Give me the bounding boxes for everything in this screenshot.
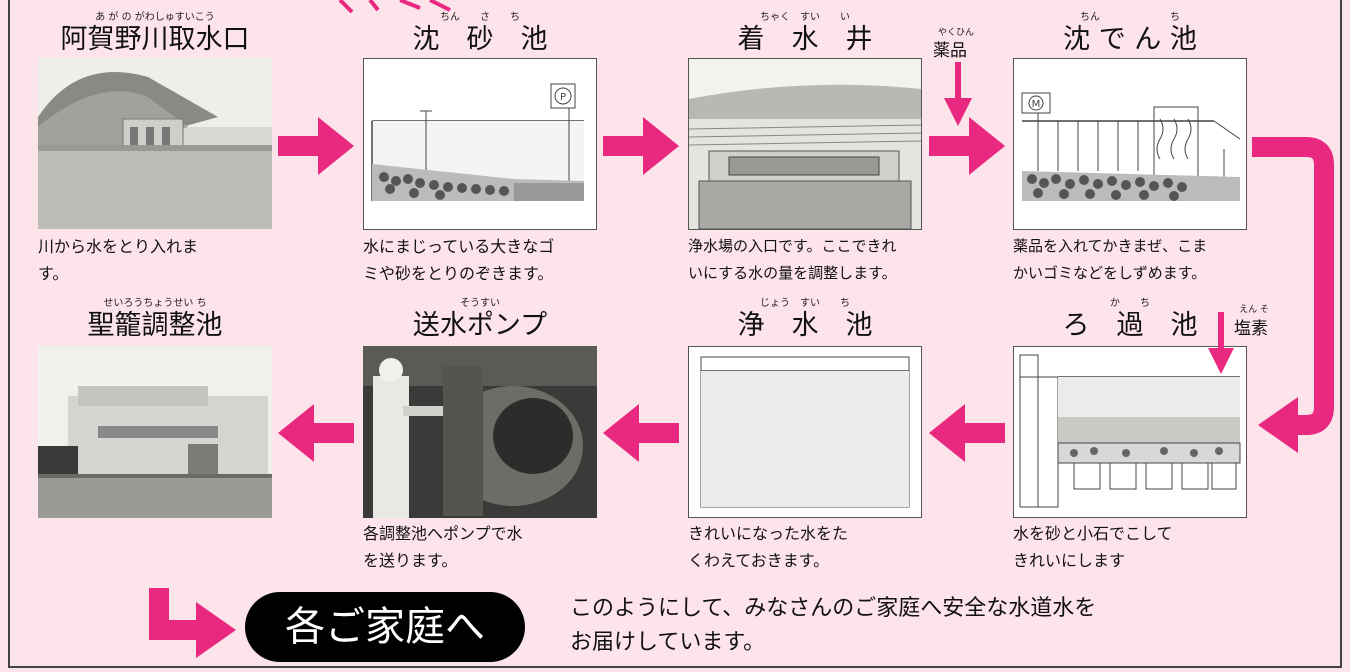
- chlorine-label: 塩素: [1234, 319, 1268, 339]
- arrow-left-3: [278, 404, 354, 462]
- stage-6-desc-line2: くわえておきます。: [688, 551, 830, 570]
- stage-7-desc-line2: を送ります。: [363, 551, 458, 570]
- medicine-down-arrow: [944, 62, 972, 126]
- receiving-well-diagram: [688, 58, 922, 230]
- stage-3-title: 着 水 井: [737, 24, 873, 55]
- stage-4-ruby: ちん ち: [1080, 12, 1180, 23]
- delivery-arrow: [149, 588, 236, 658]
- stage-2-desc-line1: 水にまじっている大きなゴ: [363, 237, 555, 256]
- clear-water-tank-diagram: [688, 346, 922, 518]
- medicine-ruby: やくひん: [937, 28, 974, 38]
- stage-2-title: 沈 砂 池: [412, 24, 548, 55]
- stage-7-desc-line1: 各調整池へポンプで水: [363, 524, 523, 543]
- arrow-right-1: [278, 117, 354, 175]
- stage-5-title: ろ 過 池: [1062, 310, 1198, 341]
- stage-3-ruby: ちゃく すい い: [760, 12, 850, 23]
- filtration-diagram: [1013, 346, 1247, 518]
- stage-1-ruby: あ が の がわしゅすいこう: [95, 12, 215, 23]
- stage-1-desc-line2: す。: [38, 264, 69, 283]
- stage-8-ruby: せいろうちょうせい ち: [103, 298, 207, 309]
- stage-5-desc-line1: 水を砂と小石でこして: [1013, 524, 1173, 543]
- stage-5-desc-line2: きれいにします: [1013, 551, 1126, 570]
- chlorine-down-arrow: [1208, 312, 1234, 374]
- stage-7-title: 送水ポンプ: [412, 310, 548, 341]
- stage-1-desc-line1: 川から水をとり入れま: [38, 237, 199, 256]
- stage-7-ruby: そうすい: [460, 298, 500, 309]
- intake-photo: [38, 57, 272, 229]
- stage-6-ruby: じょう すい ち: [760, 298, 850, 309]
- stage-2-desc-line2: ミや砂をとりのぞきます。: [363, 264, 554, 283]
- arrow-left-1: [929, 404, 1005, 462]
- footer-text: このようにして、みなさんのご家庭へ安全な水道水を お届けしています。: [570, 592, 1096, 660]
- pump-mark: P: [560, 92, 566, 103]
- destination-pill: 各ご家庭へ: [245, 592, 525, 662]
- stage-4-desc-line2: かいゴミなどをしずめます。: [1013, 264, 1207, 282]
- arrow-left-2: [603, 404, 679, 462]
- stage-4-desc-line1: 薬品を入れてかきまぜ、こま: [1013, 237, 1208, 255]
- footer-line-1: このようにして、みなさんのご家庭へ安全な水道水を: [570, 596, 1097, 621]
- arrow-right-2: [603, 117, 679, 175]
- footer-line-2: お届けしています。: [570, 630, 766, 655]
- stage-4-title: 沈 で ん 池: [1063, 24, 1197, 55]
- medicine-label: 薬品: [933, 41, 967, 61]
- title-fragment: [338, 0, 451, 14]
- sand-basin-diagram: P: [363, 58, 597, 230]
- stage-6-title: 浄 水 池: [737, 310, 873, 341]
- stage-8-title: 聖籠調整池: [87, 310, 223, 341]
- chlorine-ruby: えん そ: [1239, 305, 1269, 315]
- stage-3-desc-line1: 浄水場の入口です。ここできれ: [688, 237, 897, 255]
- stage-5-ruby: か ち: [1110, 298, 1150, 309]
- diagram-frame: [8, 0, 1342, 668]
- regulating-reservoir-photo: [38, 346, 272, 518]
- mixer-mark: M: [1032, 99, 1041, 110]
- pump-photo: [363, 346, 597, 518]
- arrow-right-3: [929, 117, 1005, 175]
- sedimentation-diagram: M: [1013, 58, 1247, 230]
- stage-6-desc-line1: きれいになった水をた: [688, 524, 849, 543]
- connector-arrow: [1252, 137, 1334, 453]
- stage-2-ruby: ちん さ ち: [440, 12, 520, 23]
- stage-1-title: 阿賀野川取水口: [60, 24, 250, 55]
- stage-3-desc-line2: いにする水の量を調整します。: [688, 264, 897, 282]
